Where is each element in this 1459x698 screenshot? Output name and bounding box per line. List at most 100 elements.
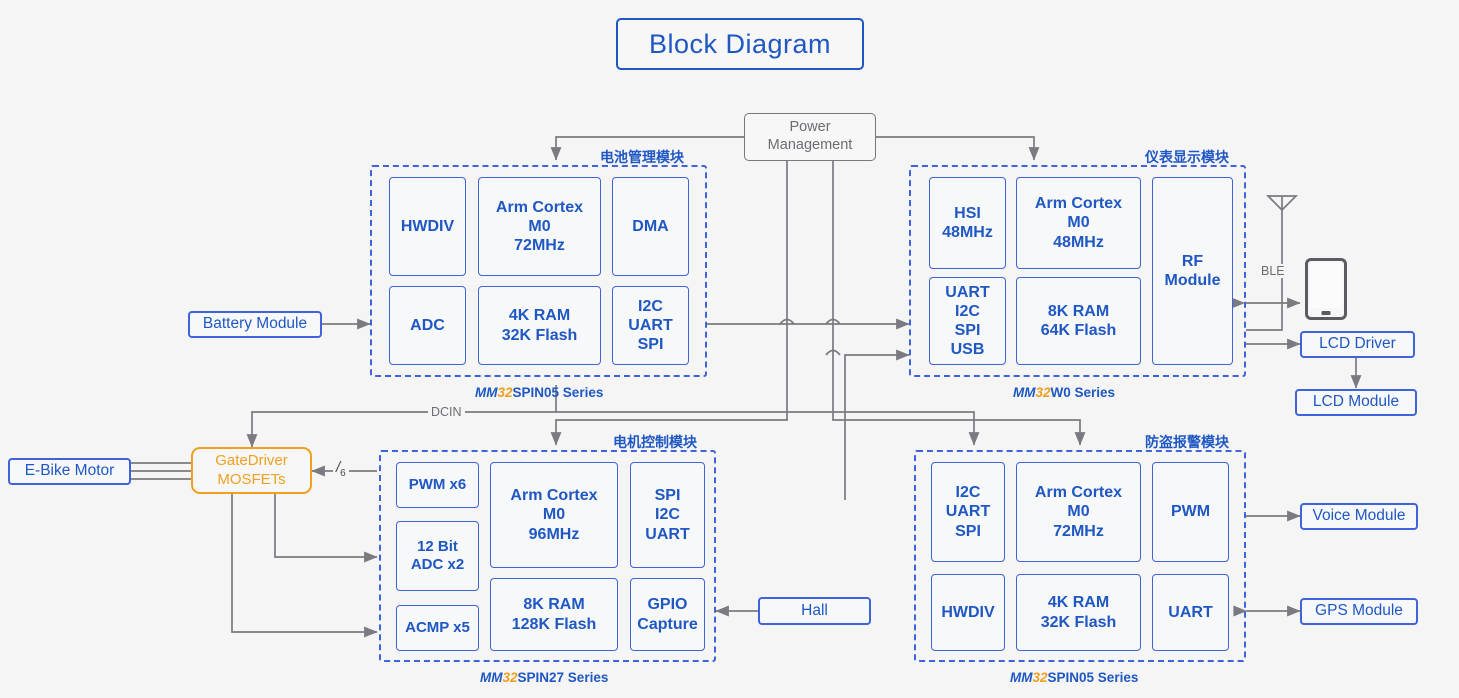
module-anti-theft-alarm-title: 防盗报警模块 xyxy=(1145,434,1229,450)
module-battery-management-title: 电池管理模块 xyxy=(600,149,684,165)
gate-driver-line1: GateDriver xyxy=(215,452,288,470)
peripheral-voice-module[interactable]: Voice Module xyxy=(1300,503,1418,530)
cell-display-rf-module: RF Module xyxy=(1152,177,1233,365)
mem-line1: 4K RAM xyxy=(508,307,571,325)
gate-driver-line2: MOSFETs xyxy=(217,470,286,488)
comms-line1: I2C xyxy=(955,484,981,502)
mem-line1: 8K RAM xyxy=(523,596,585,614)
mem-line2: 32K Flash xyxy=(501,326,578,344)
smartphone-icon xyxy=(1305,258,1347,320)
module-anti-theft-alarm-series: MM32SPIN05 Series xyxy=(1010,670,1138,685)
six-phase-slash: / xyxy=(336,459,341,476)
cell-motor-gpio: GPIO Capture xyxy=(630,578,705,651)
series-suffix: W0 Series xyxy=(1050,385,1116,400)
cell-battery-hwdiv: HWDIV xyxy=(389,177,466,276)
cell-display-memory: 8K RAM 64K Flash xyxy=(1016,277,1141,365)
cell-battery-comms: I2C UART SPI xyxy=(612,286,689,365)
core-line2: M0 xyxy=(1067,503,1090,521)
peripheral-battery-module[interactable]: Battery Module xyxy=(188,311,322,338)
series-suffix: SPIN27 Series xyxy=(517,670,609,685)
six-phase-sub: 6 xyxy=(340,468,346,479)
power-management-line2: Management xyxy=(767,137,853,153)
cell-display-hsi: HSI 48MHz xyxy=(929,177,1006,269)
series-32: 32 xyxy=(1032,670,1048,685)
rf-line1: RF xyxy=(1181,252,1204,270)
wire-label-ble: BLE xyxy=(1258,264,1288,278)
cell-motor-acmp: ACMP x5 xyxy=(396,605,479,651)
cell-alarm-comms: I2C UART SPI xyxy=(931,462,1005,562)
core-line3: 96MHz xyxy=(528,525,580,543)
adc-line1: 12 Bit xyxy=(417,538,458,555)
core-line1: Arm Cortex xyxy=(1034,195,1123,213)
hsi-line2: 48MHz xyxy=(942,224,993,241)
gpio-line2: Capture xyxy=(637,615,698,633)
rf-line2: Module xyxy=(1164,272,1221,289)
module-instrument-display xyxy=(909,165,1246,377)
power-management-block: Power Management xyxy=(744,113,876,161)
smartphone-home-button xyxy=(1321,311,1331,315)
cell-alarm-memory: 4K RAM 32K Flash xyxy=(1016,574,1141,651)
mem-line2: 64K Flash xyxy=(1040,322,1117,339)
cell-battery-dma: DMA xyxy=(612,177,689,276)
cell-alarm-uart: UART xyxy=(1152,574,1229,651)
wire-label-dcin: DCIN xyxy=(428,405,465,419)
cell-battery-memory: 4K RAM 32K Flash xyxy=(478,286,601,365)
wire-label-six-phase: /6 xyxy=(333,459,349,479)
mem-line1: 4K RAM xyxy=(1047,594,1110,612)
cell-display-core: Arm Cortex M0 48MHz xyxy=(1016,177,1141,269)
comms-line4: USB xyxy=(950,341,985,359)
module-motor-control-series: MM32SPIN27 Series xyxy=(480,670,608,685)
cell-motor-core: Arm Cortex M0 96MHz xyxy=(490,462,618,568)
module-instrument-display-series: MM32W0 Series xyxy=(1013,385,1115,400)
series-prefix: MM xyxy=(1010,670,1033,685)
series-prefix: MM xyxy=(480,670,503,685)
core-line3: 72MHz xyxy=(1053,522,1104,540)
series-prefix: MM xyxy=(475,385,498,400)
comms-line3: SPI xyxy=(637,336,664,354)
gpio-line1: GPIO xyxy=(647,596,688,614)
page-title: Block Diagram xyxy=(616,18,864,70)
cell-alarm-core: Arm Cortex M0 72MHz xyxy=(1016,462,1141,562)
core-line1: Arm Cortex xyxy=(510,487,598,505)
series-32: 32 xyxy=(1035,385,1051,400)
cell-alarm-pwm: PWM xyxy=(1152,462,1229,562)
module-motor-control xyxy=(379,450,716,662)
module-anti-theft-alarm xyxy=(914,450,1246,662)
peripheral-gps-module[interactable]: GPS Module xyxy=(1300,598,1418,625)
series-suffix: SPIN05 Series xyxy=(512,385,604,400)
cell-motor-comms: SPI I2C UART xyxy=(630,462,705,568)
comms-line1: SPI xyxy=(654,487,681,505)
peripheral-ebike-motor[interactable]: E-Bike Motor xyxy=(8,458,131,485)
peripheral-lcd-module[interactable]: LCD Module xyxy=(1295,389,1417,416)
cell-motor-memory: 8K RAM 128K Flash xyxy=(490,578,618,651)
cell-motor-adc: 12 Bit ADC x2 xyxy=(396,521,479,591)
comms-line1: I2C xyxy=(638,297,663,315)
comms-line1: UART xyxy=(945,283,990,301)
peripheral-hall-sensor[interactable]: Hall xyxy=(758,597,871,625)
core-line2: M0 xyxy=(1067,214,1090,232)
cell-battery-core: Arm Cortex M0 72MHz xyxy=(478,177,601,276)
comms-line3: UART xyxy=(645,525,690,543)
module-battery-management-series: MM32SPIN05 Series xyxy=(475,385,603,400)
peripheral-lcd-driver[interactable]: LCD Driver xyxy=(1300,331,1415,358)
core-line2: M0 xyxy=(528,217,551,235)
series-suffix: SPIN05 Series xyxy=(1047,670,1139,685)
cell-alarm-hwdiv: HWDIV xyxy=(931,574,1005,651)
peripheral-gate-driver-mosfets[interactable]: GateDriver MOSFETs xyxy=(191,447,312,494)
series-prefix: MM xyxy=(1013,385,1036,400)
module-instrument-display-title: 仪表显示模块 xyxy=(1145,149,1229,165)
comms-line2: UART xyxy=(945,503,991,521)
hsi-line1: HSI xyxy=(954,204,981,222)
series-32: 32 xyxy=(502,670,518,685)
cell-motor-pwm: PWM x6 xyxy=(396,462,479,508)
module-motor-control-title: 电机控制模块 xyxy=(613,434,697,450)
comms-line2: I2C xyxy=(655,506,680,524)
cell-display-comms: UART I2C SPI USB xyxy=(929,277,1006,365)
power-management-line1: Power xyxy=(789,119,831,136)
mem-line2: 128K Flash xyxy=(511,615,597,633)
adc-line2: ADC x2 xyxy=(410,556,465,573)
module-battery-management xyxy=(370,165,707,377)
core-line1: Arm Cortex xyxy=(1034,484,1123,502)
comms-line3: SPI xyxy=(954,322,981,339)
